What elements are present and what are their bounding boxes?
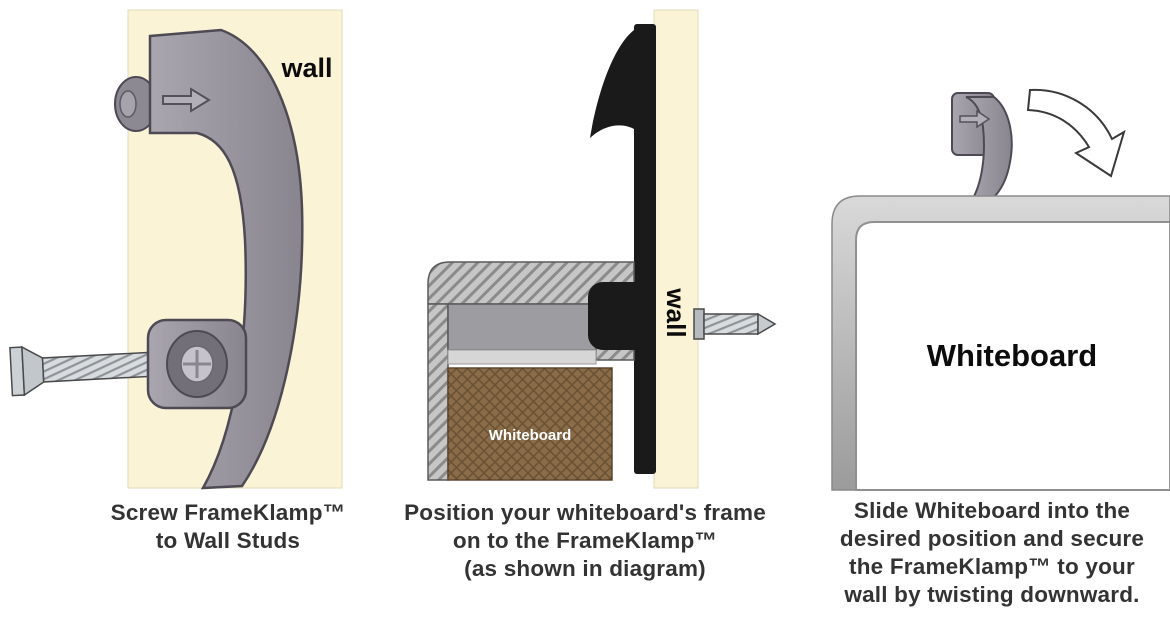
step2-caption-line: on to the FrameKlamp™ [453,528,717,553]
right-arrow-icon [959,109,991,129]
whiteboard-surface [855,221,1170,491]
screw-tip [757,312,777,336]
twist-down-arrow-icon [1026,88,1126,178]
frame-gap-strip [447,349,597,365]
clamp-knob [588,282,654,350]
clamp-silhouette-bar [634,24,656,474]
step2-caption-line: (as shown in diagram) [464,556,706,581]
frame-solid-block [447,303,597,351]
wall-label: wall [661,287,691,337]
wall-strip [653,9,699,489]
screw-head [693,308,705,340]
step1-caption-line: to Wall Studs [156,528,300,553]
step3-caption-line: wall by twisting downward. [843,582,1139,607]
step3-caption-line: the FrameKlamp™ to your [849,554,1135,579]
wall-label: wall [280,53,332,83]
clamp-silhouette-head [590,30,634,138]
frameklamp-body [148,28,304,490]
whiteboard-label: Whiteboard [927,338,1098,373]
step1-panel: wall Screw FrameKlamp™ to Wall Studs [9,9,346,553]
wall-screw [693,308,777,340]
clamp-boss-face [119,90,137,118]
right-arrow-icon [162,87,211,113]
step1-caption-line: Screw FrameKlamp™ [111,500,346,525]
screw-neck [21,345,45,397]
step2-caption-line: Position your whiteboard's frame [404,500,766,525]
step3-panel: Whiteboard Slide Whiteboard into the des… [831,88,1170,607]
wall-screw [9,345,177,397]
screw-shank [703,313,759,335]
phillips-cross-icon [183,350,211,378]
whiteboard-core-label: Whiteboard [489,427,572,444]
step2-panel: Whiteboard wall Position your whiteboard… [404,9,777,581]
step3-caption-line: desired position and secure [840,526,1144,551]
frame-cross-section-left [427,303,449,481]
whiteboard-core-texture [448,368,612,480]
step3-caption-line: Slide Whiteboard into the [854,498,1130,523]
